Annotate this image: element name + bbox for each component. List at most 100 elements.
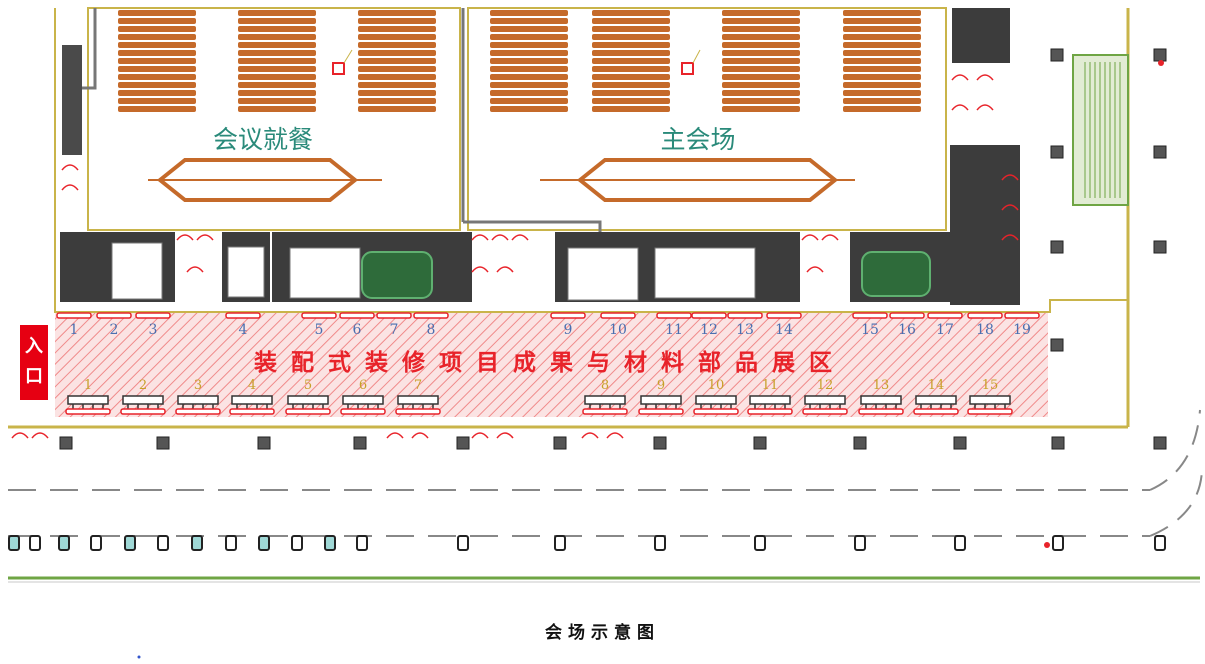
road-column [157, 535, 169, 551]
red-marker [332, 62, 345, 75]
top-booth-number: 9 [564, 322, 573, 338]
seat-row [490, 106, 568, 112]
columns [59, 48, 1167, 450]
road-column [291, 535, 303, 551]
seat-row [238, 50, 316, 56]
seat-row [722, 58, 800, 64]
seat-row [592, 74, 670, 80]
seat-row [238, 18, 316, 24]
seat-row [592, 18, 670, 24]
seat-row [843, 58, 921, 64]
seat-row [592, 50, 670, 56]
booth [65, 408, 111, 415]
booth [927, 312, 963, 319]
top-booth-number: 13 [736, 322, 754, 338]
seat-row [592, 98, 670, 104]
door-swing [386, 432, 404, 439]
door-swing [471, 266, 489, 273]
seat-row [722, 50, 800, 56]
column [257, 436, 271, 450]
seat-row [722, 42, 800, 48]
road-column [8, 535, 20, 551]
door-swing [471, 432, 489, 439]
road-column [124, 535, 136, 551]
door-swing [581, 432, 599, 439]
seat-row [843, 82, 921, 88]
seat-row [490, 26, 568, 32]
booth-table [397, 395, 439, 405]
seat-row [722, 10, 800, 16]
seat-row [118, 58, 196, 64]
booth-table [67, 395, 109, 405]
booth-table [695, 395, 737, 405]
seat-row [358, 10, 436, 16]
road-column [324, 535, 336, 551]
seat-row [118, 66, 196, 72]
booth-table [287, 395, 329, 405]
booth [120, 408, 166, 415]
door-swing [606, 432, 624, 439]
bottom-booth-number: 8 [601, 378, 609, 393]
booth [913, 408, 959, 415]
seat-row [592, 66, 670, 72]
seat-row [490, 50, 568, 56]
seat-row [358, 106, 436, 112]
seat-row [843, 90, 921, 96]
seat-row [358, 18, 436, 24]
booth [852, 312, 888, 319]
column [1153, 48, 1167, 62]
top-booth-number: 3 [149, 322, 158, 338]
booth [802, 408, 848, 415]
column [1050, 240, 1064, 254]
door-swing [1001, 204, 1019, 211]
seat-row [843, 42, 921, 48]
seat-row [358, 26, 436, 32]
door-swing [801, 234, 819, 241]
seat-row [118, 106, 196, 112]
booth [656, 312, 692, 319]
road-column [954, 535, 966, 551]
booth [967, 312, 1003, 319]
door-swing [411, 432, 429, 439]
bottom-booth-number: 1 [84, 378, 92, 393]
bottom-booth-number: 3 [194, 378, 202, 393]
seat-row [238, 90, 316, 96]
booth-table [915, 395, 957, 405]
booth-table [749, 395, 791, 405]
booth [175, 408, 221, 415]
bottom-booth-number: 15 [982, 378, 999, 393]
booth [693, 408, 739, 415]
top-booth-number: 10 [609, 322, 627, 338]
column [1050, 48, 1064, 62]
column [853, 436, 867, 450]
seat-row [118, 10, 196, 16]
seat-row [722, 106, 800, 112]
seat-row [843, 18, 921, 24]
main-venue-label: 主会场 [660, 125, 735, 154]
road-column [754, 535, 766, 551]
road-column [554, 535, 566, 551]
seat-row [592, 58, 670, 64]
booth [600, 312, 636, 319]
seat-row [118, 90, 196, 96]
seat-row [490, 98, 568, 104]
top-booth-number: 11 [665, 322, 683, 338]
seat-row [843, 50, 921, 56]
door-swing [951, 74, 969, 81]
seat-row [358, 82, 436, 88]
booth [96, 312, 132, 319]
top-booth-number: 15 [861, 322, 879, 338]
door-swing [496, 266, 514, 273]
seat-row [118, 50, 196, 56]
top-booth-number: 16 [898, 322, 916, 338]
exhibition-zone-title: 装配式装修项目成果与材料部品展区 [254, 349, 846, 376]
seat-row [592, 82, 670, 88]
door-swing [511, 234, 529, 241]
booth [727, 312, 763, 319]
bottom-booth-number: 2 [139, 378, 147, 393]
seat-row [722, 66, 800, 72]
booth-table [122, 395, 164, 405]
road-curve-1 [1149, 409, 1201, 491]
bottom-booth-number: 4 [248, 378, 256, 393]
road-columns [8, 535, 1166, 551]
